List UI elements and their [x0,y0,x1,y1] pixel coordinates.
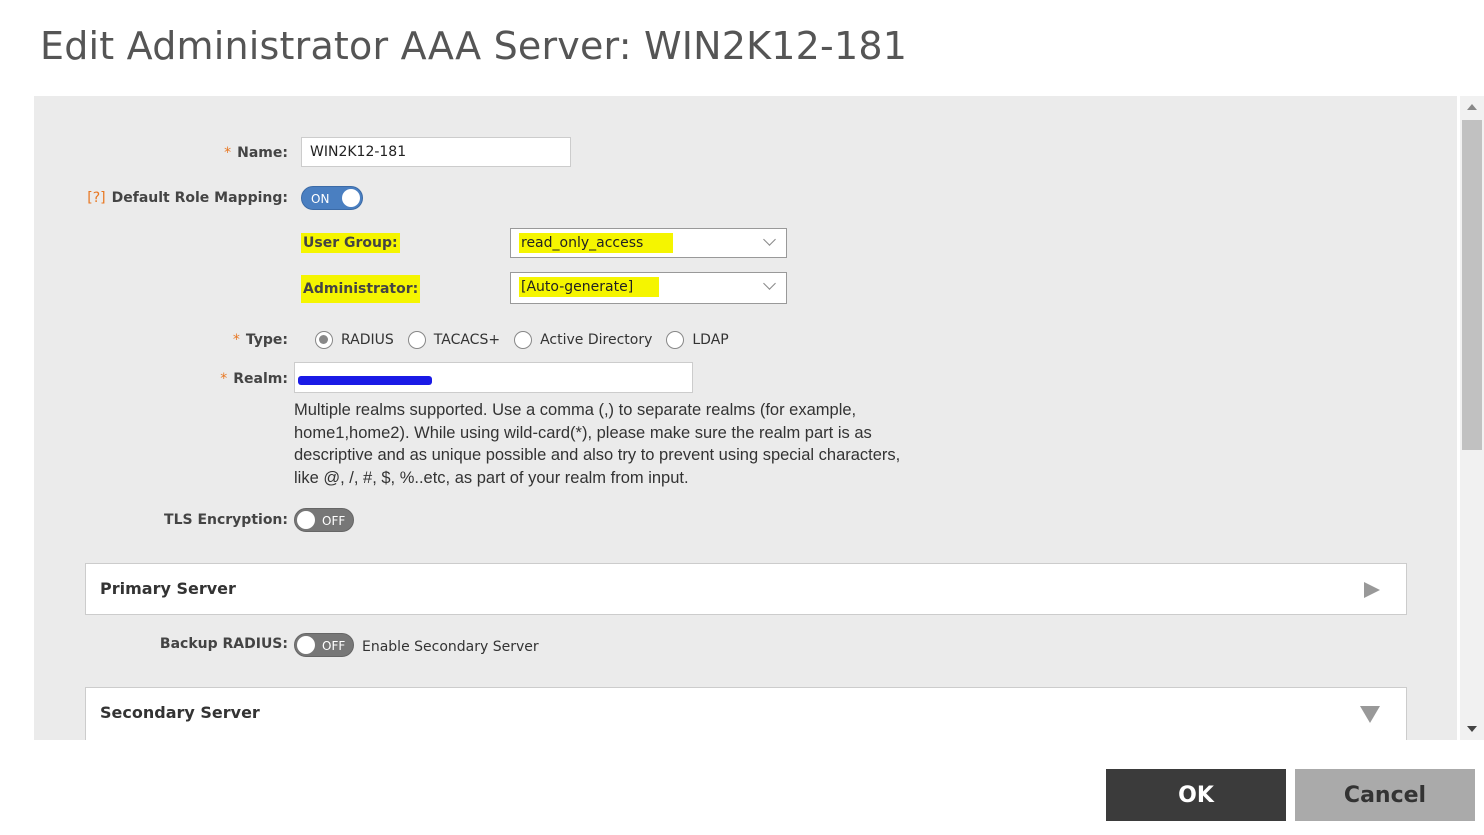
chevron-down-icon [763,233,776,246]
secondary-server-section[interactable]: Secondary Server [85,687,1407,740]
radio-button[interactable] [407,331,426,349]
name-label: *Name: [224,145,288,161]
toggle-knob [297,511,315,529]
toggle-knob [297,636,315,654]
default-role-mapping-toggle[interactable]: ON [301,186,363,210]
scrollbar[interactable] [1460,96,1484,740]
required-mark: * [232,332,240,348]
type-option-ldap[interactable]: LDAP [666,331,729,349]
scroll-up-icon[interactable] [1467,104,1477,110]
type-radio-group: RADIUS TACACS+ Active Directory LDAP [315,331,743,349]
cancel-button[interactable]: Cancel [1295,769,1475,821]
help-link[interactable]: [?] [87,190,106,206]
administrator-label: Administrator: [301,275,421,303]
primary-server-title: Primary Server [100,579,236,598]
tls-encryption-toggle[interactable]: OFF [294,508,354,532]
type-option-radius[interactable]: RADIUS [315,331,394,349]
required-mark: * [224,145,232,161]
form-panel: *Name: WIN2K12-181 [?]Default Role Mappi… [34,96,1457,740]
radio-button[interactable] [315,331,333,349]
radio-button[interactable] [514,331,533,349]
enable-secondary-server-text: Enable Secondary Server [362,639,539,655]
type-label: *Type: [232,332,288,348]
ok-button[interactable]: OK [1106,769,1286,821]
realm-hint: Multiple realms supported. Use a comma (… [294,401,901,487]
required-mark: * [220,371,228,387]
administrator-select[interactable]: [Auto-generate] [510,272,787,304]
tls-encryption-label: TLS Encryption: [164,512,288,528]
expand-arrow-icon[interactable] [1364,582,1380,598]
default-role-mapping-label: [?]Default Role Mapping: [87,190,288,206]
type-option-active-directory[interactable]: Active Directory [514,331,652,349]
dialog-title: Edit Administrator AAA Server: WIN2K12-1… [40,24,908,68]
secondary-server-title: Secondary Server [100,703,260,722]
backup-radius-toggle[interactable]: OFF [294,633,354,657]
realm-label: *Realm: [220,371,288,387]
redaction-mark [298,376,432,385]
backup-radius-label: Backup RADIUS: [159,636,288,652]
type-option-tacacs[interactable]: TACACS+ [407,331,500,349]
collapse-arrow-icon[interactable] [1360,706,1380,723]
toggle-knob [342,189,360,207]
user-group-select[interactable]: read_only_access [510,228,787,258]
name-input[interactable]: WIN2K12-181 [301,137,571,167]
chevron-down-icon [763,277,776,290]
primary-server-section[interactable]: Primary Server [85,563,1407,615]
scroll-down-icon[interactable] [1467,726,1477,732]
radio-button[interactable] [666,331,685,349]
scrollbar-thumb[interactable] [1462,120,1482,450]
user-group-label: User Group: [301,233,400,253]
